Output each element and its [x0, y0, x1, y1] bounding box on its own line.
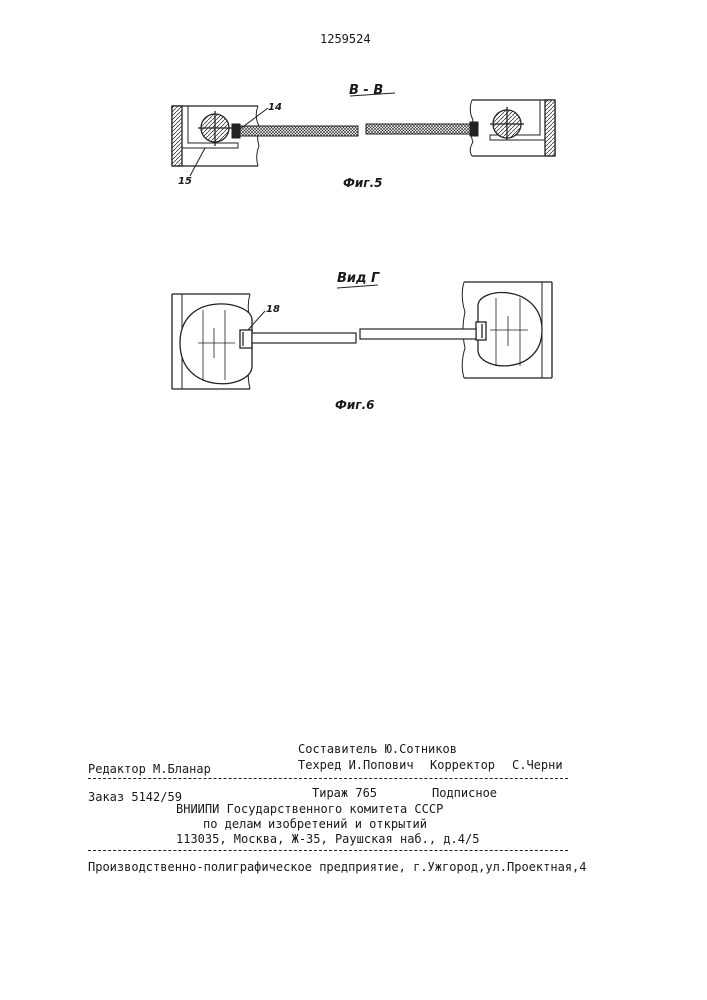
fig6-rod — [252, 329, 476, 343]
order-line: Заказ 5142/59 — [88, 790, 182, 804]
address-line: 113035, Москва, Ж-35, Раушская наб., д.4… — [176, 832, 479, 846]
org-line-1: ВНИИПИ Государственного комитета СССР — [176, 802, 443, 816]
separator-bottom — [88, 850, 568, 851]
fig6-left-block — [172, 294, 252, 389]
fig5-section-label: В - В — [349, 84, 383, 98]
fig6-callout-18: 18 — [266, 303, 280, 317]
corrector-name: С.Черни — [512, 758, 563, 772]
fig5-callout-14: 14 — [268, 101, 282, 115]
fig5-callout-15: 15 — [178, 175, 192, 189]
subscription-line: Подписное — [432, 786, 497, 800]
printer-line: Производственно-полиграфическое предприя… — [88, 860, 587, 874]
fig6-caption: Фиг.6 — [335, 398, 375, 412]
compiler-line: Составитель Ю.Сотников — [298, 742, 457, 756]
fig5-right-block — [470, 100, 555, 156]
corrector-label: Корректор — [430, 758, 495, 772]
circulation-line: Тираж 765 — [312, 786, 377, 800]
separator-top — [88, 778, 568, 779]
org-line-2: по делам изобретений и открытий — [203, 817, 427, 831]
figure-5 — [172, 93, 555, 176]
figure-6 — [172, 282, 552, 389]
editor-line: Редактор М.Бланар — [88, 762, 211, 776]
techred-line: Техред И.Попович — [298, 758, 414, 772]
fig6-view-label: Вид Г — [337, 272, 379, 286]
fig5-caption: Фиг.5 — [343, 176, 383, 190]
fig5-plate — [232, 122, 478, 138]
